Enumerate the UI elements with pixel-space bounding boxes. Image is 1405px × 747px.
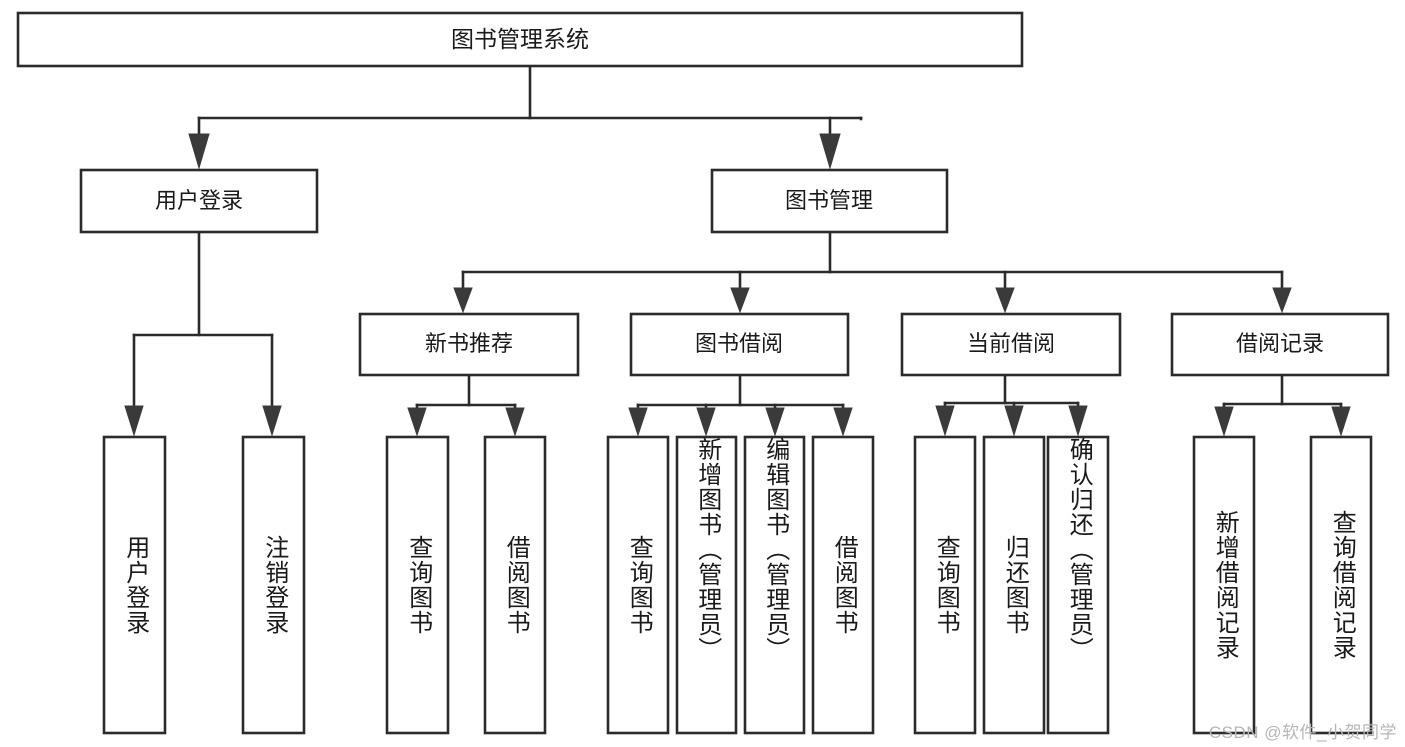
connector-group-book-manage-children [453, 230, 1292, 314]
leaf-box-br-query-record[interactable] [1309, 435, 1373, 735]
arrow-head-cb-confirm-return [1068, 405, 1088, 437]
arrow-head-book-manage [819, 133, 841, 170]
leaf-box-bb-edit-book[interactable] [743, 435, 806, 735]
leaf-box-logout[interactable] [241, 435, 306, 735]
leaf-box-nbr-query-book[interactable] [385, 435, 450, 735]
connector-group-current-borrow-children [935, 373, 1088, 437]
connector-group-borrow-record-children [1214, 373, 1351, 437]
arrow-head-bb-edit-book [765, 407, 785, 437]
node-box-root-system[interactable] [16, 11, 1024, 68]
arrow-head-cb-return-book [1004, 405, 1024, 437]
leaf-box-bb-add-book[interactable] [675, 435, 738, 735]
leaf-box-user-login[interactable] [102, 435, 167, 735]
arrow-head-br-add-record [1214, 406, 1234, 437]
arrow-head-user-login [188, 133, 210, 170]
arrow-head-bb-query-book [628, 407, 648, 437]
node-box-current-borrow[interactable] [900, 312, 1122, 377]
node-label-borrow-record: 借阅记录 [1236, 331, 1324, 356]
arrow-head-book-borrow [730, 287, 750, 314]
arrow-head-bb-add-book [696, 407, 716, 437]
arrow-head-current-borrow [995, 287, 1015, 314]
node-box-new-book-recommend[interactable] [358, 312, 580, 377]
arrow-head-nbr-borrow-book [505, 407, 525, 437]
csdn-watermark: CSDN @软件_小贺同学 [1208, 723, 1397, 742]
arrow-head-cb-query-book [935, 405, 955, 437]
node-label-root-system: 图书管理系统 [451, 26, 589, 52]
connector-group-new-book-rec-children [407, 373, 525, 437]
arrow-head-bb-borrow-book [833, 407, 853, 437]
node-label-book-manage: 图书管理 [785, 188, 873, 213]
node-label-new-book-recommend: 新书推荐 [425, 331, 513, 356]
connector-group-user-login-children [124, 230, 282, 437]
leaf-box-cb-query-book[interactable] [913, 435, 977, 735]
node-box-borrow-record[interactable] [1170, 312, 1390, 377]
node-label-current-borrow: 当前借阅 [967, 331, 1055, 356]
connector-group-root-to-level2 [188, 64, 863, 170]
leaf-box-bb-borrow-book[interactable] [811, 435, 875, 735]
arrow-head-borrow-record [1272, 287, 1292, 314]
leaf-box-bb-query-book[interactable] [606, 435, 670, 735]
arrow-head-nbr-query-book [407, 407, 427, 437]
arrow-head-new-book-rec [453, 287, 473, 314]
leaf-box-nbr-borrow-book[interactable] [483, 435, 547, 735]
node-box-book-borrow[interactable] [629, 312, 850, 377]
node-label-book-borrow: 图书借阅 [695, 331, 783, 356]
node-box-user-login[interactable] [79, 168, 319, 234]
leaf-box-cb-confirm-return[interactable] [1046, 435, 1110, 735]
connector-group-book-borrow-children [628, 373, 853, 437]
node-label-user-login: 用户登录 [155, 188, 243, 213]
leaf-box-br-add-record[interactable] [1192, 435, 1256, 735]
arrow-head-leaf-user-login [124, 405, 144, 437]
leaf-box-cb-return-book[interactable] [982, 435, 1046, 735]
arrow-head-leaf-logout [262, 405, 282, 437]
arrow-head-br-query-record [1331, 406, 1351, 437]
node-box-book-manage[interactable] [710, 168, 949, 234]
